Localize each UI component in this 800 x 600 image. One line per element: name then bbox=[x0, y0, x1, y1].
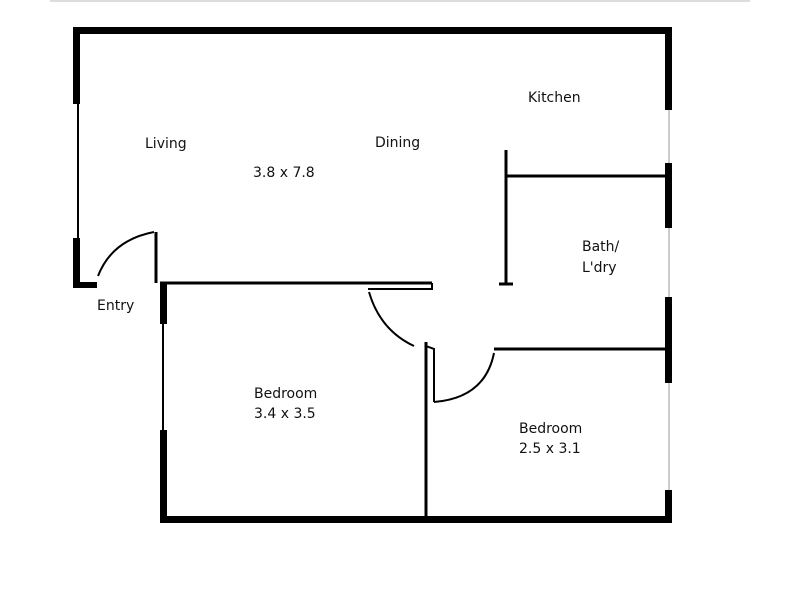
entry-door-arc bbox=[97, 231, 155, 277]
bedroom2-door-jamb bbox=[425, 345, 435, 402]
windows-and-interior bbox=[77, 104, 670, 520]
right-wall-3 bbox=[665, 297, 672, 383]
exterior-walls bbox=[73, 27, 672, 523]
bedroom-left-wall-lower bbox=[160, 430, 167, 522]
entry-stub bbox=[73, 282, 97, 288]
left-wall-lower bbox=[73, 238, 80, 288]
label-kitchen: Kitchen bbox=[528, 90, 581, 106]
left-wall-upper bbox=[73, 27, 80, 104]
top-border-line bbox=[50, 0, 750, 2]
bedroom1-door-arc bbox=[368, 291, 415, 347]
label-bedroom2-size: 2.5 x 3.1 bbox=[519, 441, 581, 457]
label-laundry: L'dry bbox=[582, 260, 617, 276]
label-living: Living bbox=[145, 136, 187, 152]
bedroom-left-wall-upper bbox=[160, 282, 167, 324]
label-bath: Bath/ bbox=[582, 239, 620, 255]
label-bedroom2: Bedroom bbox=[519, 421, 583, 437]
label-entry: Entry bbox=[97, 298, 135, 314]
label-bedroom1: Bedroom bbox=[254, 386, 318, 402]
bottom-wall bbox=[160, 516, 672, 523]
label-dining: Dining bbox=[375, 135, 421, 151]
wall-end-stub bbox=[368, 283, 433, 290]
label-bedroom1-size: 3.4 x 3.5 bbox=[254, 406, 316, 422]
bedroom2-door-arc bbox=[433, 352, 495, 403]
right-wall-2 bbox=[665, 163, 672, 228]
top-wall bbox=[73, 27, 672, 34]
right-wall-1 bbox=[665, 27, 672, 110]
right-wall-4 bbox=[665, 490, 672, 522]
label-living-size: 3.8 x 7.8 bbox=[253, 165, 315, 181]
